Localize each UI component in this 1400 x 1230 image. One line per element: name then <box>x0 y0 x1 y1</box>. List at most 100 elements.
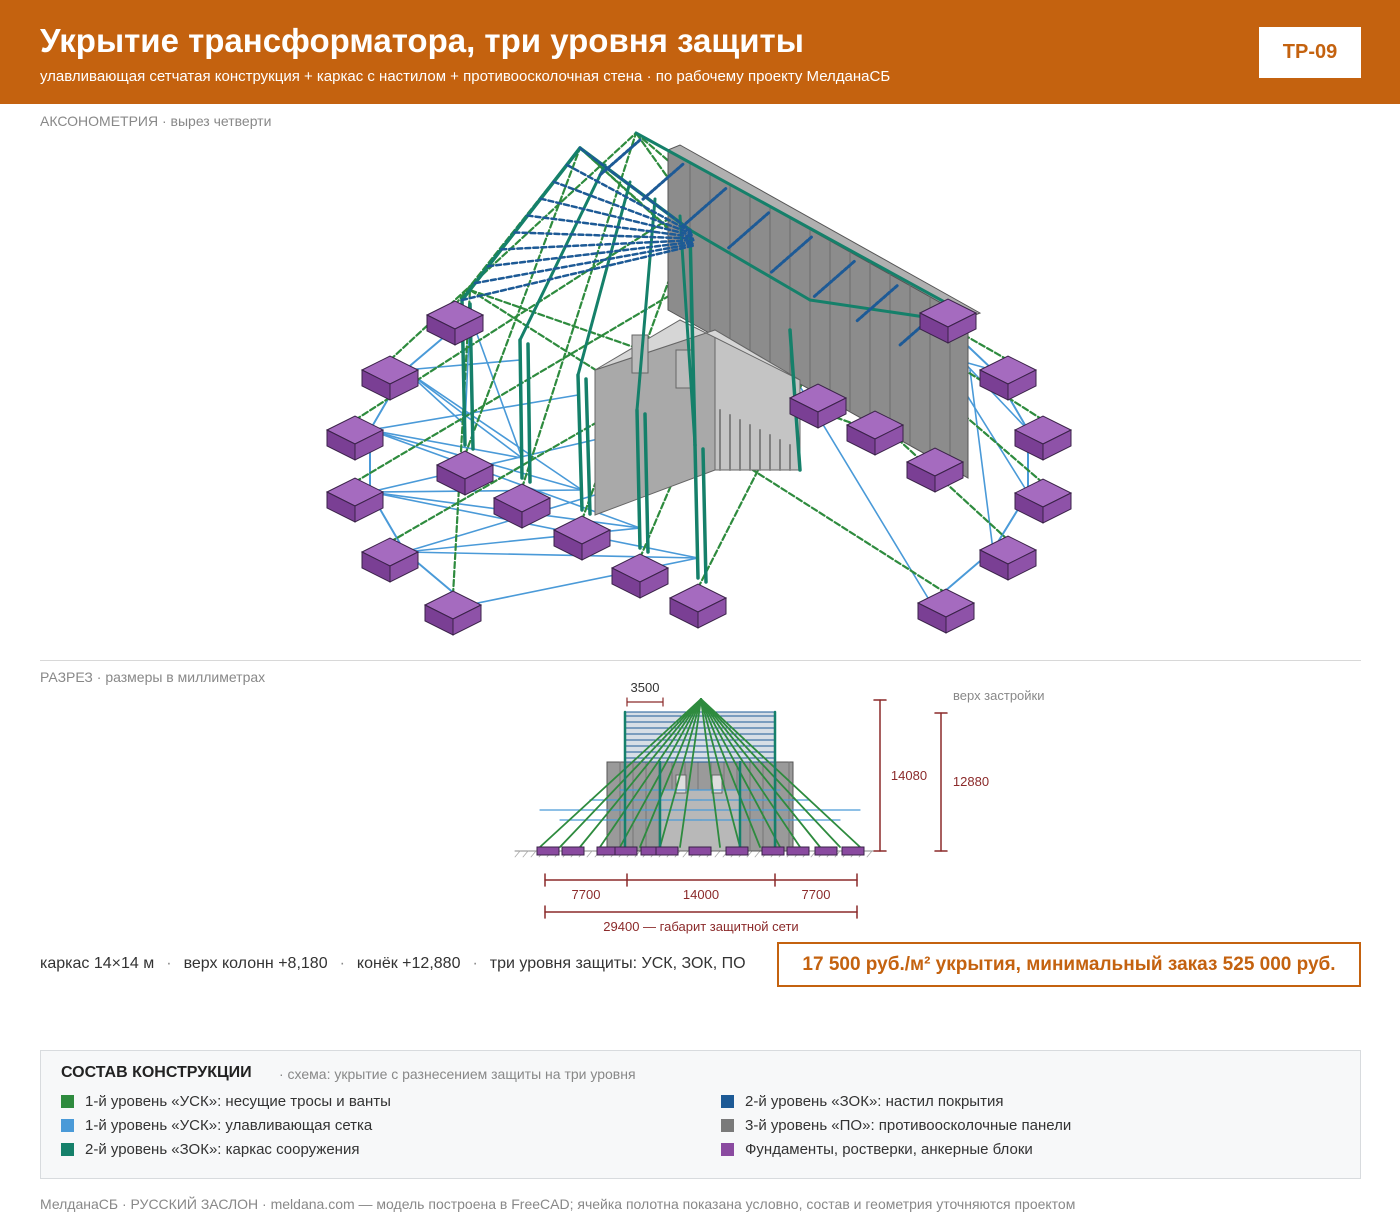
ground-hatch <box>530 850 537 858</box>
section-foundation <box>814 846 838 856</box>
frame-layer <box>460 131 952 584</box>
section-cable <box>679 698 702 848</box>
foundation-side <box>1042 492 1072 524</box>
section-cable <box>599 698 702 848</box>
section-foundation <box>561 846 585 856</box>
deck-purlin <box>460 244 697 302</box>
spec-levels: три уровня защиты: УСК, ЗОК, ПО <box>489 955 746 972</box>
legend-item-label: Фундаменты, ростверки, анкерные блоки <box>745 1141 1033 1158</box>
roof-deck-layer <box>460 138 942 347</box>
ground-hatch <box>866 850 873 858</box>
catch-net-strand <box>404 551 699 559</box>
legend-swatch <box>61 1143 74 1156</box>
section-foundation <box>614 846 638 856</box>
section-drawing: 3500 14080 12880 верх застройки 7700 140… <box>514 680 1045 934</box>
foundation-side <box>354 429 384 461</box>
frame-rafter <box>688 228 812 302</box>
deck-purlin <box>513 231 695 240</box>
deck-strip <box>641 162 685 201</box>
project-code-badge: ТР-09 <box>1259 27 1361 78</box>
catch-net-strand <box>969 369 994 551</box>
guy-cable <box>463 146 582 457</box>
spec-frame: каркас 14×14 м <box>40 955 155 972</box>
legend-item-foundations: Фундаменты, ростверки, анкерные блоки <box>721 1141 1033 1158</box>
section-cable <box>539 698 702 848</box>
dim-ridge-height: 12880 <box>953 774 989 789</box>
frame-rafter <box>576 180 632 377</box>
page-subtitle: улавливающая сетчатая конструкция + карк… <box>40 68 891 85</box>
spec-column-top: верх колонн +8,180 <box>183 955 328 972</box>
ground-hatch <box>514 850 521 858</box>
foundation-side <box>697 597 727 629</box>
spec-ridge: конёк +12,880 <box>356 955 461 972</box>
legend-swatch <box>61 1095 74 1108</box>
foundation-side <box>1042 429 1072 461</box>
frame-column <box>701 447 708 584</box>
frame-rafter <box>460 146 582 302</box>
deck-purlin <box>539 197 693 237</box>
frame-column <box>526 342 532 484</box>
section-label-note: · размеры в миллиметрах <box>96 669 266 685</box>
section-label: РАЗРЕЗ · размеры в миллиметрах <box>40 669 265 685</box>
page-title: Укрытие трансформатора, три уровня защит… <box>40 22 804 59</box>
axonometry-label: АКСОНОМЕТРИЯ · вырез четверти <box>40 113 271 129</box>
ground-hatch <box>682 850 689 858</box>
bushing-section <box>675 774 687 794</box>
frame-rafter <box>688 228 697 447</box>
dimension-lines <box>544 697 948 919</box>
section-cables <box>539 698 861 853</box>
deck-strip <box>812 259 856 298</box>
axonometry-label-main: АКСОНОМЕТРИЯ <box>40 113 159 129</box>
catch-net-strand <box>404 369 583 491</box>
catch-net-strand <box>369 429 523 459</box>
deck-purlin <box>473 242 696 285</box>
guy-cable <box>451 288 472 597</box>
legend-item-label: 2-й уровень «ЗОК»: настил покрытия <box>745 1093 1004 1110</box>
section-cable <box>659 698 702 848</box>
deck-strip <box>769 235 813 274</box>
dim-center-span: 14000 <box>683 887 719 902</box>
frame-rafter <box>518 163 607 342</box>
legend-swatch <box>61 1119 74 1132</box>
frame-column <box>576 373 584 512</box>
spec-separator: · <box>339 955 345 972</box>
dim-right-span: 7700 <box>802 887 831 902</box>
anti-fragment-panels <box>666 144 982 479</box>
deck-strip <box>598 138 642 177</box>
section-cable <box>700 698 821 848</box>
legend-title: СОСТАВ КОНСТРУКЦИИ <box>61 1064 252 1081</box>
legend-item-label: 3-й уровень «ПО»: противоосколочные пане… <box>745 1117 1072 1134</box>
frame-column <box>635 408 642 550</box>
ground-hatch <box>746 850 753 858</box>
foundation-side <box>639 567 669 599</box>
section-foundation <box>786 846 810 856</box>
legend-item-deck: 2-й уровень «ЗОК»: настил покрытия <box>721 1093 1003 1110</box>
deck-purlin <box>486 240 696 268</box>
section-cable <box>559 698 702 848</box>
foundation-side <box>452 604 482 636</box>
legend-item-label: 2-й уровень «ЗОК»: каркас сооружения <box>85 1141 360 1158</box>
foundation-blocks <box>325 298 1073 636</box>
section-cable <box>639 698 702 848</box>
dim-total-height: 14080 <box>891 768 927 783</box>
legend-item-frame: 2-й уровень «ЗОК»: каркас сооружения <box>61 1141 359 1158</box>
ground-hatch <box>586 850 593 858</box>
price-box: 17 500 руб./м² укрытия, минимальный зака… <box>777 942 1361 987</box>
section-foundation <box>536 846 560 856</box>
anti-fragment-wall-top <box>666 144 982 319</box>
section-cable <box>700 698 741 848</box>
legend-item-cables: 1-й уровень «УСК»: несущие тросы и ванты <box>61 1093 391 1110</box>
catch-net-strand <box>369 429 638 493</box>
foundation-side <box>945 602 975 634</box>
catch-net-strand <box>369 491 699 559</box>
deck-purlin <box>526 214 694 239</box>
section-foundation <box>725 846 749 856</box>
section-cable <box>700 698 761 848</box>
legend-swatch <box>721 1143 734 1156</box>
foundation-side <box>1007 549 1037 581</box>
section-cable <box>579 698 702 848</box>
section-cable <box>700 698 801 848</box>
legend-swatch <box>721 1095 734 1108</box>
section-foundation <box>655 846 679 856</box>
foundation-side <box>454 314 484 346</box>
